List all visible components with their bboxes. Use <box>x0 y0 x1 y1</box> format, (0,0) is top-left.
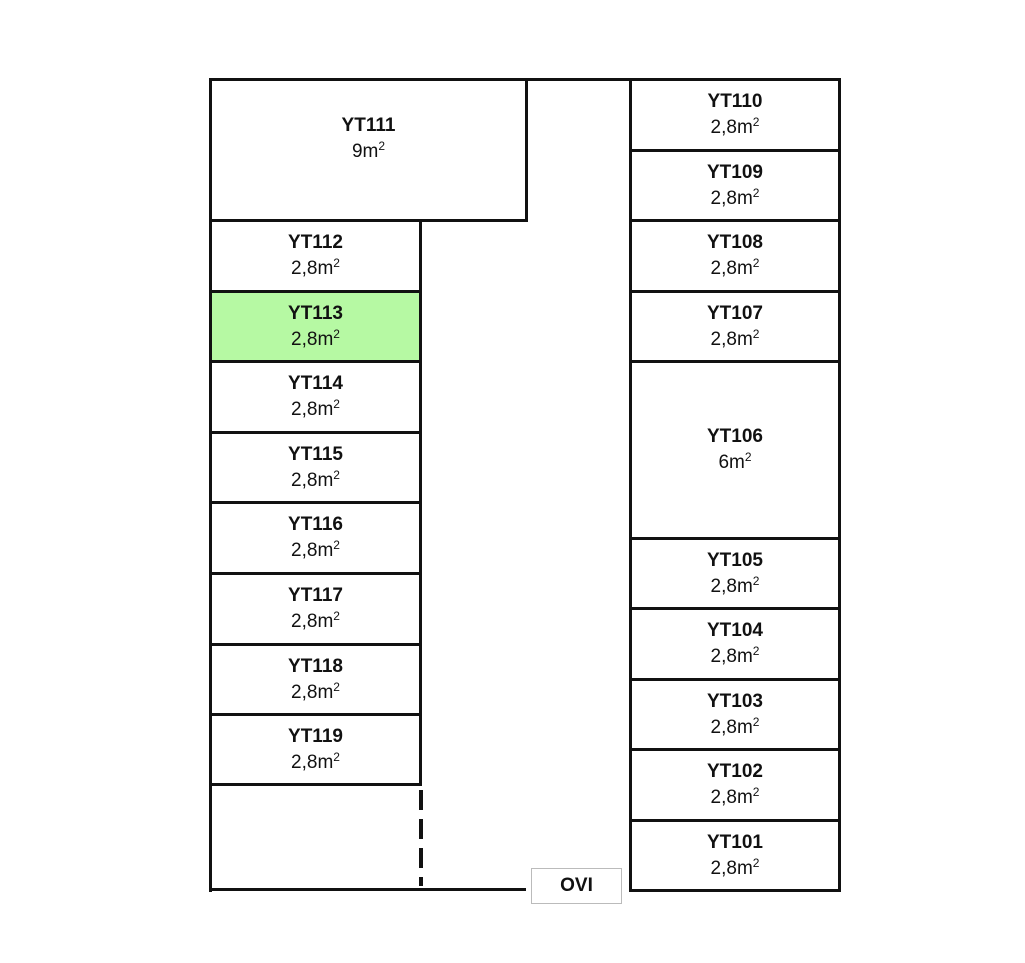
unit-area-value: 2,8m <box>291 258 334 279</box>
storage-unit-yt102[interactable]: YT102 2,8m2 <box>629 748 841 822</box>
storage-unit-yt105[interactable]: YT105 2,8m2 <box>629 537 841 610</box>
unit-area-exponent: 2 <box>752 855 760 870</box>
unit-area: 2,8m2 <box>291 468 340 494</box>
storage-unit-yt119[interactable]: YT119 2,8m2 <box>209 713 422 786</box>
unit-area-exponent: 2 <box>333 609 340 623</box>
unit-id: YT109 <box>707 161 763 183</box>
door-label: OVI <box>560 875 593 896</box>
unit-area: 6m2 <box>718 450 751 476</box>
unit-area-exponent: 2 <box>744 450 752 464</box>
unit-area-exponent: 2 <box>752 326 760 341</box>
unit-area: 2,8m2 <box>711 715 760 741</box>
unit-area: 2,8m2 <box>291 609 340 635</box>
unit-area: 2,8m2 <box>711 785 760 811</box>
unit-area-value: 6m <box>718 452 745 473</box>
storage-unit-yt117[interactable]: YT117 2,8m2 <box>209 572 422 646</box>
unit-id: YT101 <box>707 831 763 853</box>
storage-unit-yt103[interactable]: YT103 2,8m2 <box>629 678 841 751</box>
unit-id: YT103 <box>707 690 763 712</box>
unit-area-value: 2,8m <box>710 716 753 738</box>
unit-area-value: 2,8m <box>291 469 334 491</box>
unit-id: YT118 <box>288 655 343 677</box>
unit-id: YT115 <box>288 443 343 465</box>
storage-unit-yt106[interactable]: YT106 6m2 <box>629 360 841 540</box>
storage-unit-yt109[interactable]: YT109 2,8m2 <box>629 149 841 222</box>
dashed-partition <box>419 790 423 886</box>
storage-unit-yt110[interactable]: YT110 2,8m2 <box>629 78 841 152</box>
unit-area: 9m2 <box>352 139 385 165</box>
unit-id: YT102 <box>707 761 763 782</box>
unit-area: 2,8m2 <box>711 856 760 882</box>
storage-unit-yt107[interactable]: YT107 2,8m2 <box>629 290 841 363</box>
unit-area: 2,8m2 <box>711 256 760 282</box>
unit-id: YT110 <box>707 91 763 112</box>
unit-area: 2,8m2 <box>291 256 340 282</box>
unit-area-value: 2,8m <box>291 611 334 632</box>
unit-area-exponent: 2 <box>333 397 340 411</box>
unit-area-value: 2,8m <box>291 540 334 561</box>
storage-unit-yt112[interactable]: YT112 2,8m2 <box>209 219 422 293</box>
unit-id: YT117 <box>288 585 343 606</box>
unit-area-exponent: 2 <box>333 326 340 341</box>
unit-area-exponent: 2 <box>752 714 760 729</box>
unit-id: YT107 <box>707 302 763 324</box>
unit-area: 2,8m2 <box>711 644 760 670</box>
storage-unit-yt115[interactable]: YT115 2,8m2 <box>209 431 422 504</box>
unit-area-value: 2,8m <box>710 646 753 667</box>
unit-area-exponent: 2 <box>752 115 760 129</box>
unit-area-exponent: 2 <box>752 644 760 658</box>
unit-area-exponent: 2 <box>378 139 386 153</box>
unit-id: YT114 <box>288 373 343 394</box>
unit-id: YT111 <box>341 115 396 136</box>
storage-unit-yt111[interactable]: YT111 9m2 <box>209 78 528 222</box>
unit-area: 2,8m2 <box>711 574 760 600</box>
unit-area: 2,8m2 <box>711 186 760 212</box>
unit-area-value: 2,8m <box>291 328 334 350</box>
unit-area-value: 2,8m <box>710 328 753 350</box>
unit-area-exponent: 2 <box>333 538 340 552</box>
unit-area-exponent: 2 <box>333 256 340 270</box>
unit-area-exponent: 2 <box>333 467 340 482</box>
unit-area-value: 2,8m <box>291 681 334 703</box>
unit-id: YT116 <box>288 514 343 535</box>
storage-unit-yt118[interactable]: YT118 2,8m2 <box>209 643 422 716</box>
unit-area-value: 2,8m <box>291 399 334 420</box>
storage-unit-yt116[interactable]: YT116 2,8m2 <box>209 501 422 575</box>
unit-area-value: 2,8m <box>291 751 334 773</box>
unit-area-exponent: 2 <box>752 185 760 200</box>
unit-area-exponent: 2 <box>752 785 760 799</box>
unit-id: YT119 <box>288 725 343 747</box>
bottom-wall <box>209 888 526 891</box>
unit-area-exponent: 2 <box>752 256 760 270</box>
storage-unit-yt104[interactable]: YT104 2,8m2 <box>629 607 841 681</box>
unit-area-value: 9m <box>351 141 379 162</box>
storage-unit-yt114[interactable]: YT114 2,8m2 <box>209 360 422 434</box>
unit-id: YT108 <box>707 232 763 253</box>
unit-area: 2,8m2 <box>291 750 340 776</box>
unit-area-exponent: 2 <box>752 573 760 588</box>
unit-area-value: 2,8m <box>710 575 753 597</box>
unit-area-value: 2,8m <box>710 787 753 808</box>
storage-unit-yt108[interactable]: YT108 2,8m2 <box>629 219 841 293</box>
unit-id: YT106 <box>707 426 763 447</box>
unit-area-value: 2,8m <box>710 187 753 209</box>
unit-id: YT112 <box>288 232 343 253</box>
unit-area: 2,8m2 <box>291 397 340 423</box>
unit-area: 2,8m2 <box>291 680 340 706</box>
unit-area-exponent: 2 <box>333 679 340 694</box>
unit-area: 2,8m2 <box>711 115 760 141</box>
unit-area: 2,8m2 <box>291 538 340 564</box>
unit-area-value: 2,8m <box>710 258 753 279</box>
unit-id: YT113 <box>288 302 343 324</box>
unit-id: YT105 <box>707 549 763 571</box>
unit-area: 2,8m2 <box>291 327 340 353</box>
unit-id: YT104 <box>707 620 763 641</box>
unit-area-exponent: 2 <box>333 749 340 764</box>
door-ovi[interactable]: OVI <box>531 868 622 904</box>
storage-unit-yt101[interactable]: YT101 2,8m2 <box>629 819 841 892</box>
unit-area-value: 2,8m <box>710 117 753 138</box>
unit-area: 2,8m2 <box>711 327 760 353</box>
storage-unit-yt113[interactable]: YT113 2,8m2 <box>209 290 422 363</box>
unit-area-value: 2,8m <box>710 857 753 879</box>
